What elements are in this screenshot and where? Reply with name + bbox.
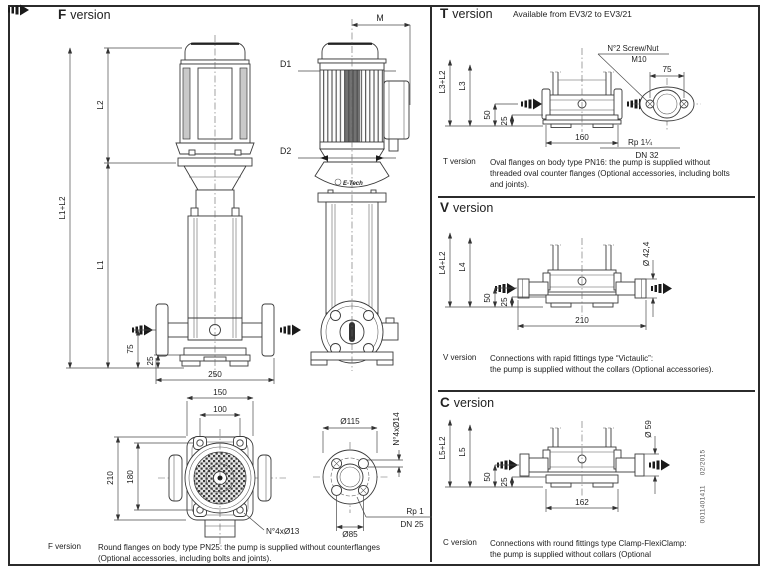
dim-25t: 25 (500, 116, 509, 126)
c-heading-letter: C (440, 395, 450, 410)
v-caption-label: V version (443, 353, 477, 362)
f-caption-line1: Round flanges on body type PN25: the pum… (98, 543, 380, 552)
c-caption-line1: Connections with round fittings type Cla… (490, 539, 687, 548)
page-border (8, 5, 760, 566)
c-version-drawing: L5+L2 L5 50 25 162 Ø 59 (438, 419, 670, 512)
t-caption-line2: threaded oval counter flanges (Optional … (490, 169, 730, 178)
t-caption-line1: Oval flanges on body type PN16: the pump… (490, 158, 711, 167)
dim-l3-plus-l2: L3+L2 (438, 70, 447, 93)
dim-d59: Ø 59 (644, 420, 653, 438)
c-heading-word: version (453, 396, 495, 410)
f-version-drawing: L2 L1+L2 L1 75 25 250 M D1 (8, 4, 432, 545)
dim-75t: 75 (662, 65, 672, 74)
c-pump-view (497, 421, 670, 497)
screw-nut-size: M10 (631, 55, 647, 64)
dim-100: 100 (213, 405, 227, 414)
c-caption-text: Connections with round fittings type Cla… (490, 538, 700, 560)
t-version-drawing: L3+L2 L3 50 25 160 75 N°2 Sc (438, 44, 701, 160)
f-side-view: M D1 E-Tech D2 (280, 13, 411, 371)
f-heading-word: version (70, 8, 111, 22)
dim-l5-plus-l2: L5+L2 (438, 436, 447, 459)
section-divider-tv (438, 196, 755, 198)
t-caption-line3: and joints). (490, 180, 530, 189)
dim-l4-plus-l2: L4+L2 (438, 251, 447, 274)
dim-rp114: Rp 1¼ (628, 138, 652, 147)
v-heading-word: version (453, 201, 494, 215)
document-code: 0011401411 02/2015 (700, 422, 711, 552)
v-heading-letter: V (440, 200, 450, 215)
dim-l2: L2 (96, 100, 105, 110)
v-version-drawing: L4+L2 L4 50 25 210 Ø 42,4 (438, 232, 672, 330)
dim-dn32: DN 32 (635, 151, 659, 160)
section-divider-vc (438, 390, 755, 392)
screw-nut-note: N°2 Screw/Nut (607, 44, 659, 53)
v-dimensions: L4+L2 L4 50 25 210 Ø 42,4 (438, 232, 657, 330)
dim-50: 50 (483, 110, 492, 120)
dim-50c: 50 (483, 472, 492, 482)
dim-50v: 50 (483, 293, 492, 303)
dim-l4: L4 (458, 262, 467, 272)
dim-holes-13: N°4xØ13 (266, 527, 300, 536)
dim-d424: Ø 42,4 (642, 241, 651, 266)
c-dimensions: L5+L2 L5 50 25 162 Ø 59 (438, 419, 659, 512)
dim-dn25: DN 25 (400, 520, 424, 529)
f-caption-line2: (Optional accessories, including bolts a… (98, 554, 272, 563)
doc-code-date: 02/2015 (699, 449, 707, 476)
dim-25c: 25 (500, 477, 509, 487)
dim-m: M (376, 13, 383, 23)
f-front-dimensions: L2 L1+L2 L1 75 25 250 (58, 47, 275, 384)
dim-210: 210 (106, 471, 115, 485)
c-caption-line2: the pump is supplied without collars (Op… (490, 550, 651, 559)
dim-25: 25 (146, 356, 155, 366)
dim-rp1: Rp 1 (406, 507, 424, 516)
v-pump-view (495, 238, 672, 316)
f-caption-label: F version (48, 542, 81, 551)
dim-d2: D2 (280, 146, 291, 156)
dim-210v: 210 (575, 316, 589, 325)
v-caption-line2: the pump is supplied without the collars… (490, 365, 714, 374)
dim-l1-plus-l2: L1+L2 (58, 196, 67, 219)
dim-d85: Ø85 (342, 530, 358, 539)
flow-arrow-icon (8, 4, 29, 16)
dim-d115: Ø115 (340, 417, 360, 426)
t-dimensions: L3+L2 L3 50 25 160 (438, 59, 619, 147)
dim-150: 150 (213, 388, 227, 397)
t-heading-letter: T (440, 6, 449, 21)
f-front-view (8, 4, 301, 377)
t-oval-flange-detail: 75 N°2 Screw/Nut M10 Rp 1¼ DN 32 (597, 44, 701, 160)
dim-162: 162 (575, 498, 589, 507)
t-availability-note: Available from EV3/2 to EV3/21 (513, 9, 632, 19)
t-pump-view (521, 48, 648, 132)
dim-l1: L1 (96, 260, 105, 270)
v-caption-text: Connections with rapid fittings type “Vi… (490, 353, 755, 375)
dim-250: 250 (208, 370, 222, 379)
column-divider (430, 7, 432, 562)
dim-l3: L3 (458, 81, 467, 91)
dim-d1: D1 (280, 59, 291, 69)
t-caption-label: T version (443, 157, 476, 166)
f-flange-detail: Ø115 N°4xØ14 Rp 1 DN 25 Ø85 (313, 412, 432, 539)
v-caption-line1: Connections with rapid fittings type “Vi… (490, 354, 654, 363)
dim-25v: 25 (500, 297, 509, 307)
dim-l5: L5 (458, 447, 467, 457)
f-plan-view: 150 100 210 180 N°4xØ13 (106, 388, 300, 545)
f-caption-text: Round flanges on body type PN25: the pum… (98, 542, 428, 564)
pump-brand-logo: E-Tech (343, 181, 363, 187)
dim-160: 160 (575, 133, 589, 142)
dim-180: 180 (126, 470, 135, 484)
t-caption-text: Oval flanges on body type PN16: the pump… (490, 157, 755, 190)
dim-75: 75 (126, 344, 135, 354)
t-heading-word: version (452, 7, 493, 21)
doc-code-number: 0011401411 (699, 485, 707, 524)
dim-holes-14: N°4xØ14 (392, 412, 401, 446)
c-caption-label: C version (443, 538, 477, 547)
f-heading-letter: F (58, 7, 67, 22)
